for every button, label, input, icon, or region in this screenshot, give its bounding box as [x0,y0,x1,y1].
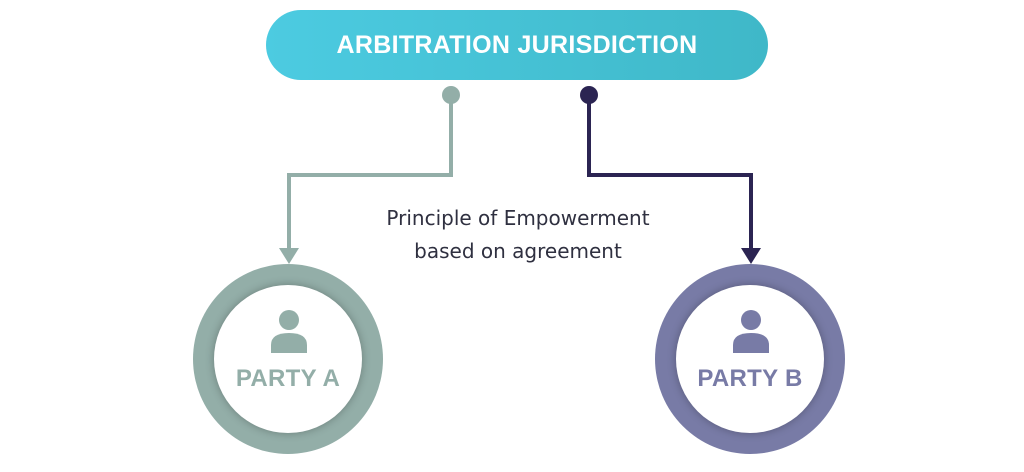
party-a-label: PARTY A [235,365,341,392]
party-b-label: PARTY B [697,365,803,392]
connector-caption: Principle of Empowerment based on agreem… [300,202,736,268]
party-a-inner-circle: PARTY A [214,285,362,433]
caption-line-2: based on agreement [414,239,622,263]
connector-party-a [279,86,460,264]
person-icon [733,310,769,353]
party-b-inner-circle: PARTY B [676,285,824,433]
connector-party-b [580,86,761,264]
arrowhead-party-a [279,248,299,264]
caption-line-1: Principle of Empowerment [386,206,650,230]
party-b-node: PARTY B [655,264,845,454]
party-a-node: PARTY A [193,264,383,454]
person-icon [271,310,307,353]
title-banner: ARBITRATION JURISDICTION [266,10,768,80]
diagram-title: ARBITRATION JURISDICTION [336,30,698,59]
arrowhead-party-b [741,248,761,264]
